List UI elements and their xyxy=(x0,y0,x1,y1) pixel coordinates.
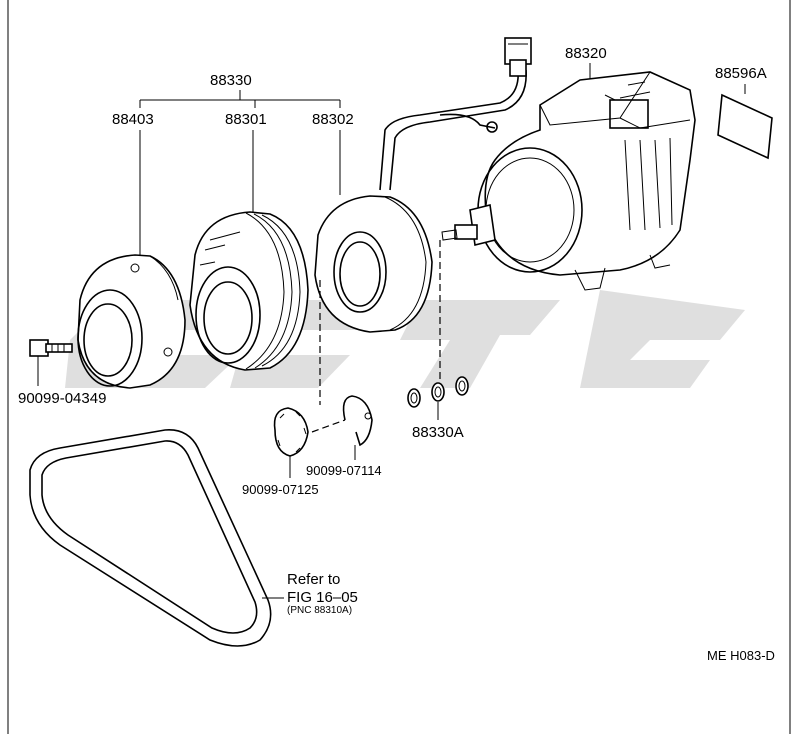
pulley-label: 88301 xyxy=(225,111,267,215)
clutch-hub xyxy=(77,254,186,389)
drive-belt xyxy=(29,429,284,647)
assembly-group-label: 88330 xyxy=(139,72,341,108)
pulley xyxy=(189,211,309,371)
figure-code: ME H083-D xyxy=(707,648,775,663)
svg-text:88302: 88302 xyxy=(312,111,354,128)
svg-text:88403: 88403 xyxy=(112,111,154,128)
figure-reference: Refer to FIG 16–05 (PNC 88310A) xyxy=(287,571,358,616)
svg-text:88596A: 88596A xyxy=(715,65,767,82)
shims-label: 88330A xyxy=(412,424,464,441)
field-coil xyxy=(314,195,433,333)
assembly-guides xyxy=(311,240,441,433)
shims xyxy=(407,376,469,420)
snap-ring-inner xyxy=(273,407,309,478)
snap-ring-outer-label: 90099-07114 xyxy=(306,463,382,478)
wire-harness xyxy=(379,37,532,191)
svg-text:88320: 88320 xyxy=(565,45,607,62)
svg-text:88330: 88330 xyxy=(210,72,252,89)
bolt xyxy=(29,339,73,386)
clutch-hub-label: 88403 xyxy=(112,111,154,258)
snap-ring-outer xyxy=(342,395,373,460)
compressor-label: 88320 xyxy=(565,45,607,82)
svg-text:88301: 88301 xyxy=(225,111,267,128)
compressor xyxy=(441,71,696,291)
label-plate-label: 88596A xyxy=(715,65,767,94)
refer-to-text: Refer to xyxy=(287,571,340,588)
field-coil-label: 88302 xyxy=(312,111,354,195)
snap-ring-inner-label: 90099-07125 xyxy=(242,482,319,497)
bolt-label: 90099-04349 xyxy=(18,390,106,407)
frame xyxy=(7,0,791,734)
fig-ref-text: FIG 16–05 xyxy=(287,589,358,606)
label-plate xyxy=(717,93,773,160)
pnc-ref-text: (PNC 88310A) xyxy=(287,605,352,616)
